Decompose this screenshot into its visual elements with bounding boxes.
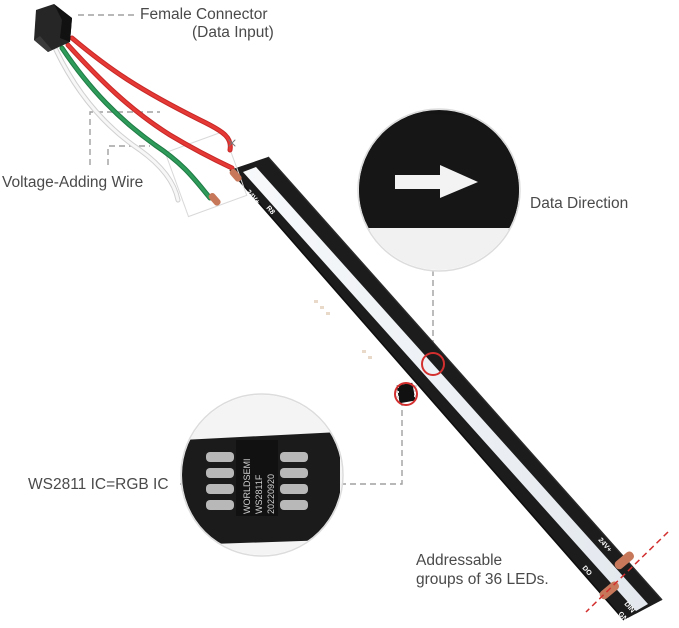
female-connector-icon bbox=[34, 4, 72, 52]
label-ws2811: WS2811 IC=RGB IC bbox=[28, 476, 169, 493]
callout-data-direction bbox=[421, 352, 445, 376]
led-strip bbox=[229, 156, 663, 621]
leader-voltage-wire-1 bbox=[89, 111, 160, 165]
label-groups-line2: groups of 36 LEDs. bbox=[416, 571, 549, 588]
silk-r8: R8 bbox=[264, 205, 275, 216]
silk-r3: R3 bbox=[370, 359, 381, 370]
chip-brand: WORLDSEMI bbox=[242, 458, 252, 514]
silk-r2: R2 bbox=[354, 342, 365, 353]
magnifier-data-direction bbox=[357, 108, 521, 272]
callout-ws2811 bbox=[394, 382, 418, 406]
silk-c1: C1 bbox=[340, 327, 351, 338]
arrow-icon bbox=[395, 165, 478, 198]
smd-components bbox=[314, 300, 372, 359]
input-silkscreen: 24V+ DIN GND R8 R9 C1 R2 R3 bbox=[215, 189, 381, 370]
silk-r9: R9 bbox=[300, 287, 311, 298]
label-data-input: (Data Input) bbox=[192, 24, 274, 41]
strip-led-channel bbox=[243, 167, 648, 611]
cut-line bbox=[585, 531, 669, 613]
label-female-connector: Female Connector bbox=[140, 6, 268, 23]
chip-icon: WORLDSEMI WS2811F 20220920 bbox=[206, 440, 308, 516]
silk-din-top: DIN bbox=[223, 209, 236, 223]
label-groups-line1: Addressable bbox=[416, 552, 503, 569]
wire-bundle bbox=[53, 35, 236, 203]
cut-point-pads bbox=[599, 551, 635, 600]
label-data-direction: Data Direction bbox=[530, 195, 629, 212]
chip-code: 20220920 bbox=[266, 474, 276, 514]
input-pads bbox=[208, 168, 242, 206]
input-end bbox=[164, 130, 248, 218]
label-voltage-wire: Voltage-Adding Wire bbox=[2, 174, 144, 191]
magnifier-ws2811: WORLDSEMI WS2811F 20220920 bbox=[180, 393, 344, 557]
chip-model: WS2811F bbox=[254, 474, 264, 514]
